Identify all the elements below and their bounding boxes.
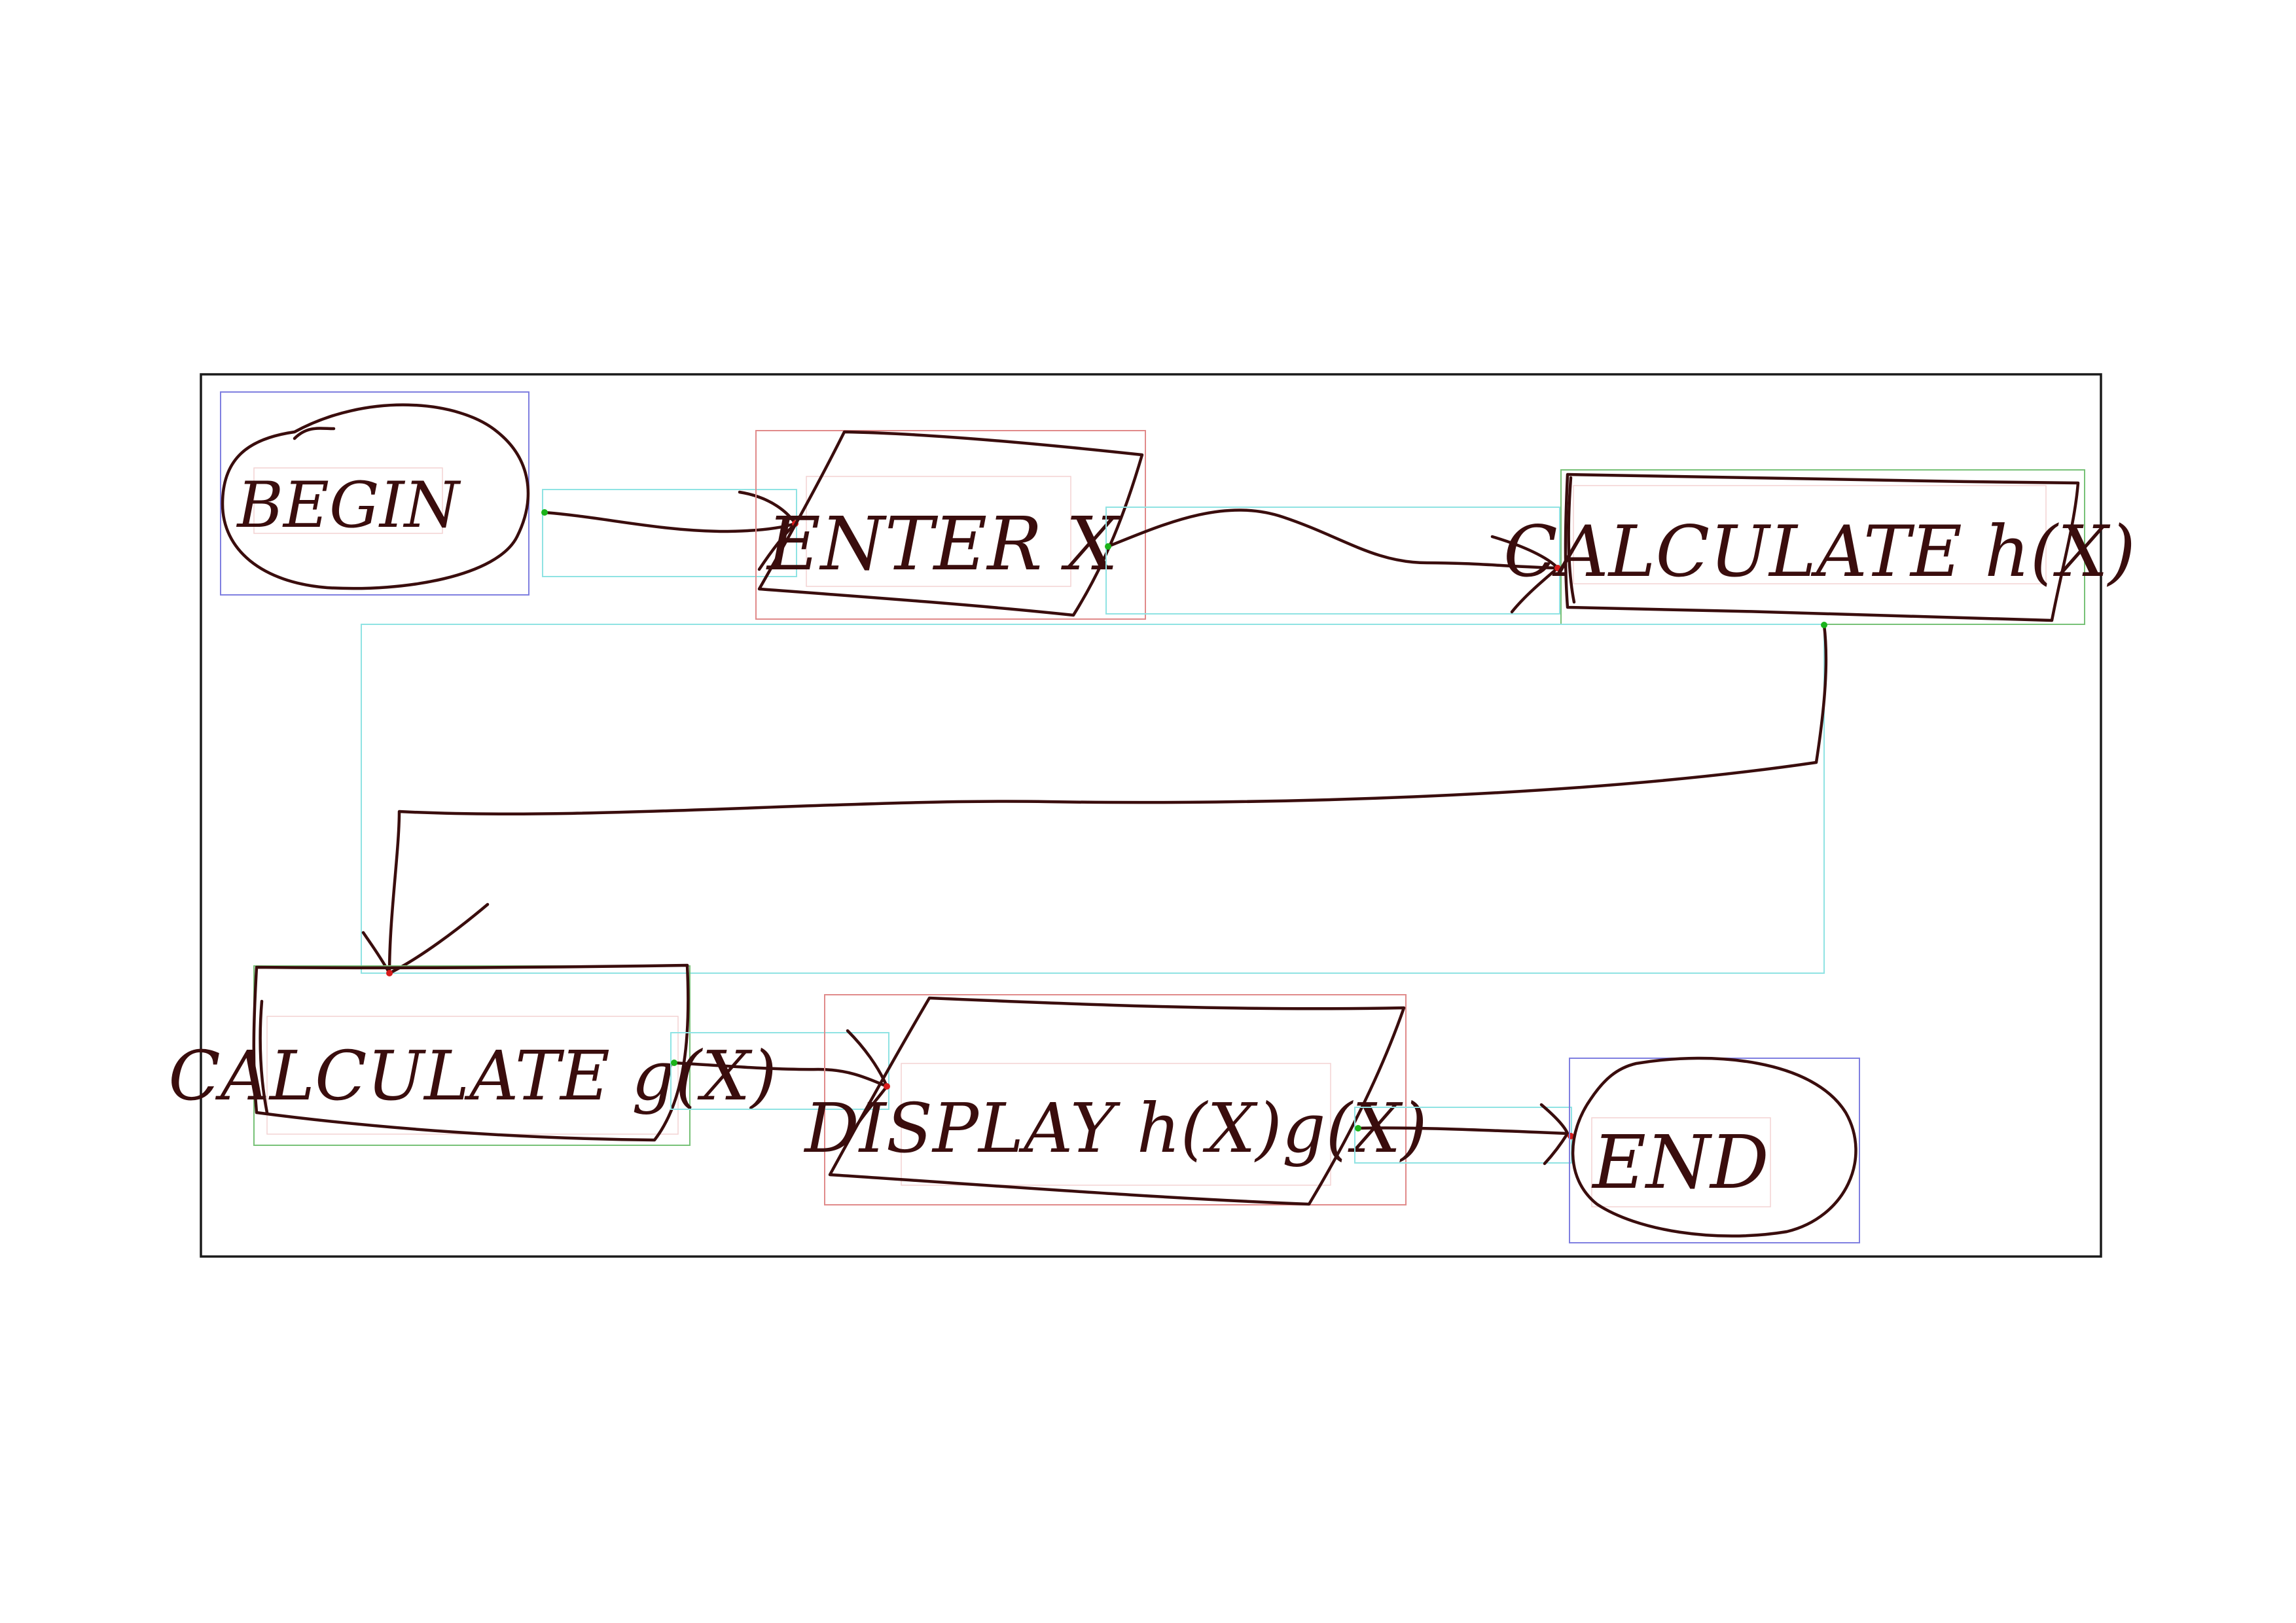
display-shape	[828, 996, 1406, 1206]
node-enter[interactable]: ENTER X	[755, 430, 1146, 620]
end-shape	[1571, 1056, 1857, 1238]
diagram-frame	[200, 373, 2102, 1258]
edge-begin-enter-bbox	[542, 489, 797, 577]
edge-display-end-line	[1356, 1126, 1570, 1135]
node-end[interactable]: END	[1569, 1056, 1860, 1243]
edge-enter-calch-end	[1554, 565, 1561, 571]
edge-begin-enter-start	[541, 509, 548, 516]
calc-h-shape	[1564, 473, 2080, 622]
edge-begin-enter	[541, 489, 798, 577]
node-begin[interactable]: BEGIN	[220, 391, 530, 596]
edge-begin-enter-line	[543, 510, 797, 533]
edge-enter-calch-bbox	[1105, 507, 1560, 615]
edge-display-end-head	[1539, 1103, 1570, 1166]
end-label: END	[1591, 1120, 1769, 1205]
edge-enter-calch-start	[1105, 543, 1111, 550]
edge-calch-calcg-head	[361, 902, 490, 975]
edge-enter-calch-line	[1106, 508, 1560, 570]
begin-pen-tick	[293, 427, 336, 440]
display-bbox	[824, 994, 1407, 1205]
edge-calch-calcg-bbox	[361, 624, 1825, 974]
node-calc-h[interactable]: CALCULATE h(X)	[1503, 469, 2136, 625]
calc-h-text-bbox	[1573, 485, 2047, 584]
enter-bbox	[755, 430, 1146, 620]
calc-g-pen-left	[259, 999, 269, 1115]
begin-text-bbox	[253, 467, 443, 534]
display-label: DISPLAY h(X)g(X)	[803, 1088, 1427, 1168]
edge-calch-calcg-end	[386, 970, 393, 976]
calc-g-label: CALCULATE g(X)	[168, 1036, 777, 1116]
begin-shape	[221, 403, 530, 590]
edge-calcg-display-start	[671, 1060, 677, 1066]
edge-calcg-display-line	[672, 1061, 889, 1088]
calc-h-pen-left	[1567, 476, 1576, 604]
edge-enter-calch	[1105, 507, 1561, 615]
begin-label: BEGIN	[236, 469, 461, 542]
calc-h-label: CALCULATE h(X)	[1503, 511, 2136, 593]
calc-g-shape	[252, 963, 690, 1142]
node-display[interactable]: DISPLAY h(X)g(X)	[803, 994, 1427, 1206]
display-text-bbox	[901, 1063, 1331, 1186]
edge-calch-calcg	[361, 622, 1828, 976]
enter-label: ENTER X	[766, 502, 1121, 587]
edge-calch-calcg-line	[387, 623, 1828, 975]
edge-display-end-start	[1355, 1125, 1361, 1132]
edge-calch-calcg-start	[1821, 622, 1827, 628]
enter-text-bbox	[806, 476, 1071, 587]
enter-shape	[757, 430, 1144, 617]
node-calc-g[interactable]: CALCULATE g(X)	[168, 963, 777, 1146]
end-text-bbox	[1591, 1117, 1771, 1207]
edge-calcg-display-end	[884, 1083, 890, 1090]
